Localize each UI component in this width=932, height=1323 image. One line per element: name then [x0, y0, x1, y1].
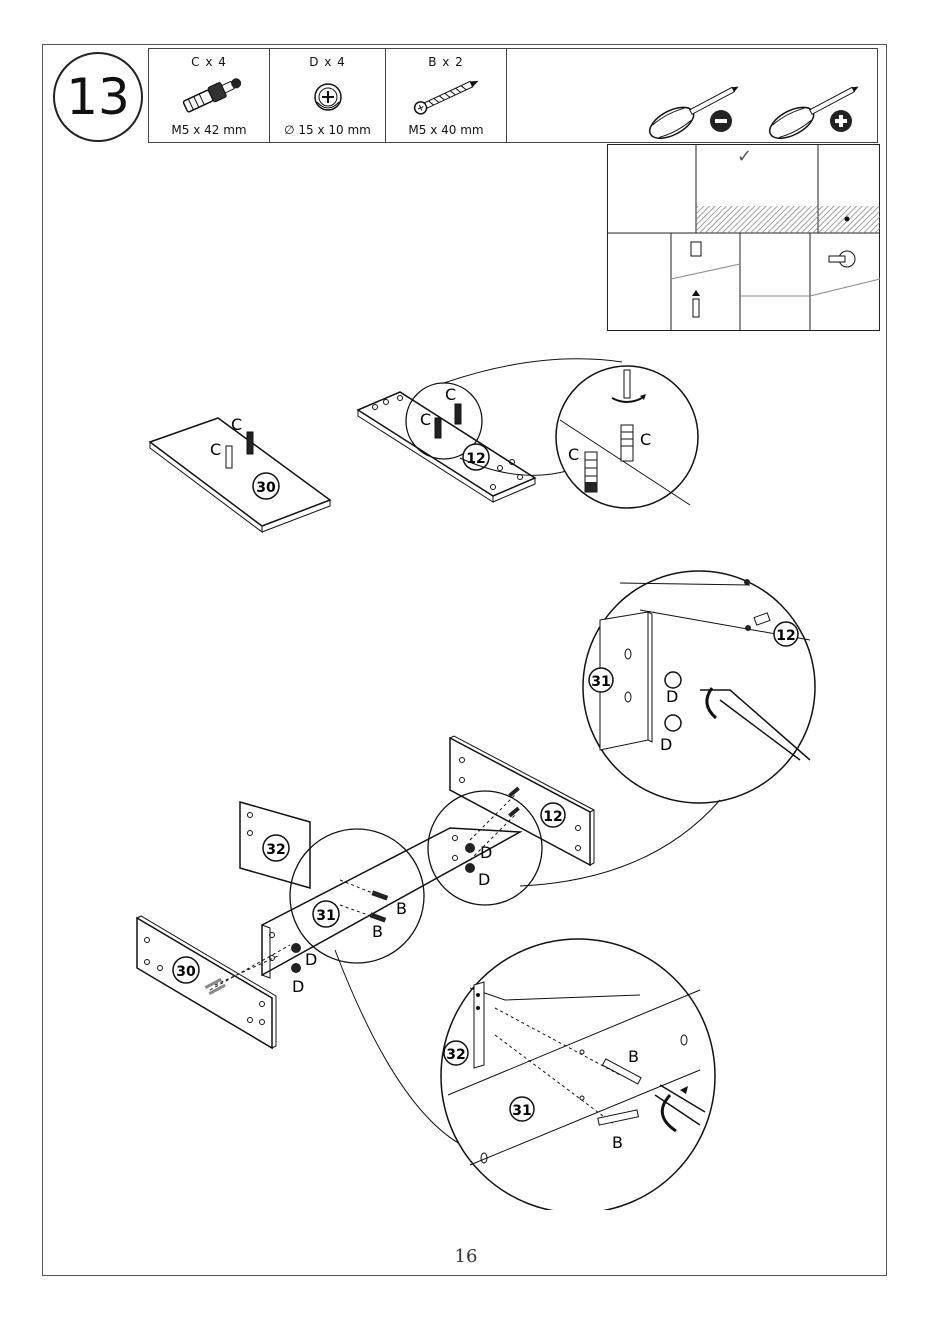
board-30-top: C C 30 — [150, 415, 330, 532]
check-mark: ✓ — [737, 146, 752, 167]
zoom-detail-screw: 32 31 B B — [441, 939, 715, 1210]
cam-lock-reference-diagram: ✓ — [607, 144, 880, 331]
part-item-cam-bolt: C x 4 M5 x 42 mm — [149, 49, 270, 142]
tools-area — [507, 49, 877, 142]
label-screw: B — [396, 899, 407, 918]
part-label-31: 31 — [512, 1103, 531, 1119]
label-cam-nut: D — [666, 687, 678, 706]
assembly-illustration: C C 30 C C 12 C C — [0, 330, 932, 1210]
board-12-top: C C 12 — [358, 383, 535, 502]
part-size: M5 x 42 mm — [149, 123, 269, 137]
cam-bolt-icon — [149, 71, 270, 117]
label-cam-nut: D — [480, 843, 492, 862]
part-label-31: 31 — [591, 674, 610, 690]
screw-icon — [386, 71, 507, 117]
part-label-31: 31 — [316, 908, 335, 924]
label-cam-bolt: C — [210, 440, 221, 459]
part-quantity: B x 2 — [386, 55, 506, 69]
part-label-12: 12 — [776, 628, 795, 644]
part-label-32: 32 — [266, 842, 285, 858]
label-cam-bolt: C — [640, 430, 651, 449]
part-label-12: 12 — [543, 809, 562, 825]
phillips-screwdriver-icon — [830, 110, 852, 132]
label-cam-nut: D — [478, 870, 490, 889]
label-screw: B — [612, 1133, 623, 1152]
label-screw: B — [628, 1047, 639, 1066]
parts-list: C x 4 M5 x 42 mm D x 4 ∅ 15 x 10 mm B x … — [148, 48, 878, 143]
label-cam-nut: D — [660, 735, 672, 754]
label-cam-bolt: C — [568, 445, 579, 464]
part-size: ∅ 15 x 10 mm — [270, 123, 385, 137]
label-cam-bolt: C — [231, 415, 242, 434]
part-item-screw: B x 2 M5 x 40 mm — [386, 49, 507, 142]
label-screw: B — [372, 922, 383, 941]
flathead-screwdriver-icon — [627, 59, 867, 139]
label-cam-bolt: C — [445, 385, 456, 404]
part-label-32: 32 — [446, 1047, 465, 1063]
cam-lock-nut-icon — [270, 71, 386, 117]
label-cam-nut: D — [292, 977, 304, 996]
label-cam-nut: D — [305, 950, 317, 969]
step-number: 13 — [53, 52, 143, 142]
page-number: 16 — [0, 1246, 932, 1267]
part-quantity: C x 4 — [149, 55, 269, 69]
part-item-cam-nut: D x 4 ∅ 15 x 10 mm — [270, 49, 386, 142]
zoom-detail-cam-nut: 31 D D 12 — [583, 571, 815, 803]
part-label-30: 30 — [256, 480, 276, 496]
part-size: M5 x 40 mm — [386, 123, 506, 137]
label-cam-bolt: C — [420, 410, 431, 429]
part-label-30: 30 — [176, 964, 196, 980]
part-quantity: D x 4 — [270, 55, 385, 69]
